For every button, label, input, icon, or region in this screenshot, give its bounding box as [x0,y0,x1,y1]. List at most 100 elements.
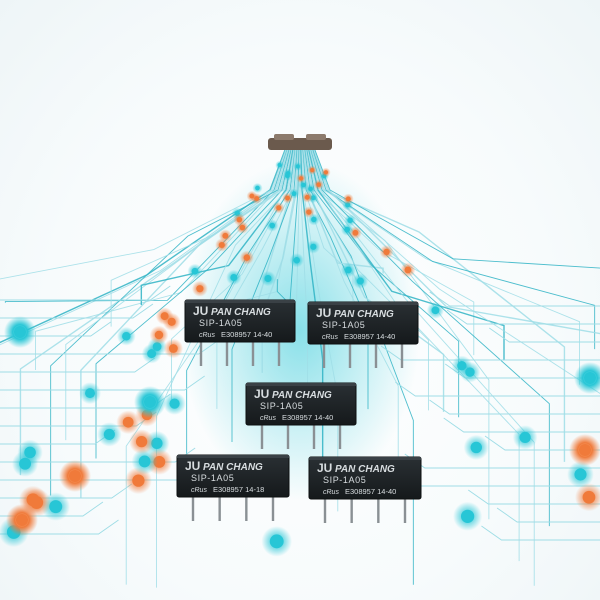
relay-pin [374,344,378,368]
relay-brand: PAN CHANG [203,462,263,473]
cyan-led [151,437,163,449]
relay-pin [400,344,404,368]
orange-led [310,168,315,173]
ul-mark-icon: cRus [323,489,339,496]
cyan-led [255,185,260,191]
orange-led [196,285,204,293]
cyan-led [465,367,475,377]
orange-led [30,496,44,509]
orange-led [218,241,225,249]
orange-led [323,170,329,175]
cyan-led [147,349,157,359]
relay-model: SIP-1A05 [260,401,303,411]
orange-led [582,490,596,504]
relay-pin [191,497,195,521]
relay-pin [218,497,221,521]
trace-line [0,303,154,319]
relay-cert: E308957 14-40 [221,330,272,339]
trace-line [496,507,600,523]
trace-line [0,375,205,391]
trace-line [446,309,600,325]
trace-line [0,357,156,373]
ul-mark-icon: cRus [199,332,215,339]
orange-led [276,205,282,211]
orange-led [345,196,351,202]
relay-pin [245,497,248,521]
source-component [268,134,332,150]
trace-line [468,489,600,505]
trace-line [65,149,291,441]
relay-pin [348,344,352,368]
orange-led [254,196,260,201]
cyan-led [344,266,352,274]
relay-brand: PAN CHANG [211,307,271,318]
relay-top-edge [177,455,289,458]
trace-line [231,149,298,442]
orange-led [404,266,412,274]
relay-logo: JU [317,461,332,475]
cyan-led [295,164,300,169]
cyan-led [264,275,272,283]
trace-line [0,285,171,301]
relay-pin [350,499,353,523]
trace-line [19,149,289,476]
relay-cert: E308957 14-40 [344,332,395,341]
trace-line [443,417,600,433]
trace-line [310,149,550,527]
center-glow [180,160,420,500]
trace-line [0,447,196,463]
cyan-led [311,216,317,223]
relay-pin [277,342,281,366]
orange-led [285,195,290,201]
cyan-led [344,226,351,233]
relay-logo: JU [254,387,269,401]
trace-line [309,149,535,586]
relay-top-edge [185,300,295,303]
trace-line [0,149,287,280]
relay-top-edge [308,302,418,305]
cyan-led [122,331,131,341]
source-chip-cap [274,134,294,140]
cyan-led [308,186,313,192]
relay-pin [323,499,327,523]
cyan-led [285,173,290,179]
cyan-led [347,217,353,224]
cyan-led [19,457,32,470]
orange-led [154,330,164,340]
relay-pin [251,342,255,366]
relay-pin [322,344,326,368]
trace-line [0,339,220,355]
cyan-led [519,431,531,444]
relay-model: SIP-1A05 [199,318,242,328]
trace-line [484,435,600,451]
orange-led [298,176,304,181]
trace-line [0,149,287,346]
trace-line [307,149,475,356]
orange-led [579,444,591,456]
cyan-led [574,468,587,481]
relay-pin [286,425,290,449]
relay-logo: JU [185,459,200,473]
relay-pin [312,425,316,449]
trace-line [429,291,600,307]
relay-brand: PAN CHANG [272,390,332,401]
led-field [0,160,600,557]
orange-led [16,514,28,526]
relay-logo: JU [316,306,331,320]
cyan-led [49,500,63,514]
orange-led [316,182,321,187]
relay-model: SIP-1A05 [191,473,234,483]
relay-top-edge [246,383,356,386]
orange-led [135,436,148,448]
cyan-led [269,222,276,229]
cyan-led [584,372,596,384]
relay-pin [225,342,229,366]
cyan-led [460,509,475,523]
orange-led [168,344,178,353]
cyan-led [293,256,300,264]
relay-top-edge [309,457,421,460]
orange-led [69,470,81,482]
